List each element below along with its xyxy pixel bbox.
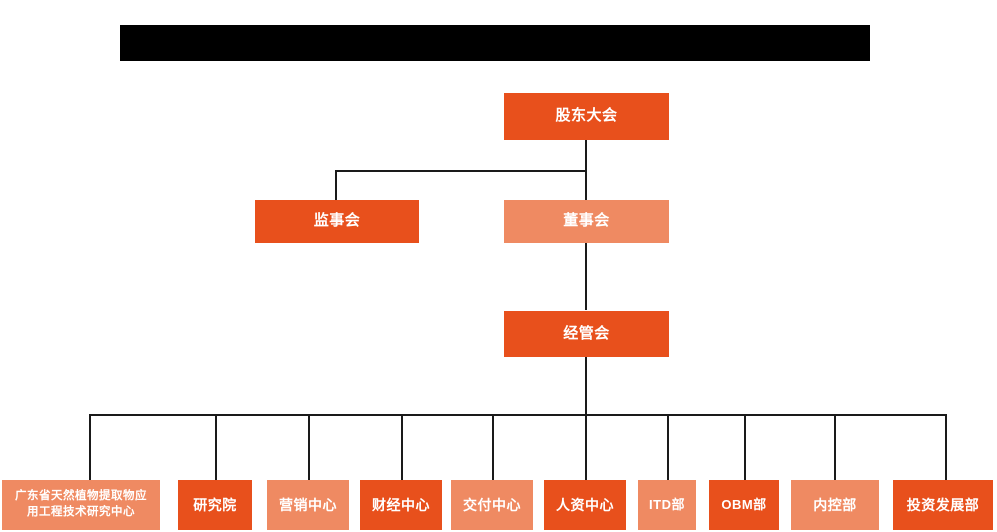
- node-obm-department[interactable]: OBM部: [709, 480, 779, 530]
- connector-drop-finance-center: [401, 414, 403, 480]
- node-research-institute-label: 研究院: [193, 496, 237, 513]
- connector-supervisors-drop: [335, 170, 337, 200]
- node-directors[interactable]: 董事会: [504, 200, 669, 243]
- connector-drop-itd-department: [667, 414, 669, 480]
- node-shareholders-label: 股东大会: [555, 107, 618, 125]
- redacted-title-bar: [120, 25, 870, 61]
- node-directors-label: 董事会: [563, 212, 610, 230]
- connector-drop-investment-development: [945, 414, 947, 480]
- connector-drop-marketing-center: [308, 414, 310, 480]
- node-finance-center-label: 财经中心: [372, 496, 430, 513]
- connector-directors-to-management: [585, 242, 587, 310]
- node-research-institute[interactable]: 研究院: [178, 480, 252, 530]
- node-delivery-center-label: 交付中心: [463, 496, 521, 513]
- node-marketing-center-label: 营销中心: [279, 496, 337, 513]
- node-management[interactable]: 经管会: [504, 311, 669, 357]
- node-hr-center-label: 人资中心: [556, 496, 614, 513]
- connector-drop-hr-center: [585, 414, 587, 480]
- node-finance-center[interactable]: 财经中心: [360, 480, 442, 530]
- node-hr-center[interactable]: 人资中心: [544, 480, 626, 530]
- node-research-center-label-line2: 用工程技术研究中心: [27, 506, 135, 518]
- node-delivery-center[interactable]: 交付中心: [451, 480, 533, 530]
- connector-drop-delivery-center: [492, 414, 494, 480]
- connector-directors-drop: [585, 170, 587, 200]
- node-research-center-label-line1: 广东省天然植物提取物应: [15, 490, 147, 503]
- connector-drop-research-center: [89, 414, 91, 480]
- connector-drop-internal-control: [834, 414, 836, 480]
- connector-drop-research-institute: [215, 414, 217, 480]
- node-research-center[interactable]: 广东省天然植物提取物应 用工程技术研究中心: [2, 480, 160, 530]
- node-shareholders[interactable]: 股东大会: [504, 93, 669, 140]
- node-supervisors-label: 监事会: [313, 212, 361, 230]
- node-research-center-label: 广东省天然植物提取物应 用工程技术研究中心: [11, 489, 151, 520]
- connector-bottom-bus: [89, 414, 946, 416]
- connector-shareholders-branch: [335, 170, 587, 172]
- node-investment-development-department-label: 投资发展部: [906, 496, 980, 513]
- node-supervisors[interactable]: 监事会: [255, 200, 419, 243]
- node-marketing-center[interactable]: 营销中心: [267, 480, 349, 530]
- node-internal-control-department-label: 内控部: [813, 496, 857, 513]
- node-management-label: 经管会: [563, 324, 610, 342]
- node-itd-department-label: ITD部: [649, 497, 685, 513]
- connector-shareholders-stem: [585, 140, 587, 172]
- connector-drop-obm-department: [744, 414, 746, 480]
- node-internal-control-department[interactable]: 内控部: [791, 480, 879, 530]
- node-investment-development-department[interactable]: 投资发展部: [893, 480, 993, 530]
- node-itd-department[interactable]: ITD部: [638, 480, 696, 530]
- connector-management-to-bus: [585, 357, 587, 415]
- node-obm-department-label: OBM部: [721, 497, 767, 513]
